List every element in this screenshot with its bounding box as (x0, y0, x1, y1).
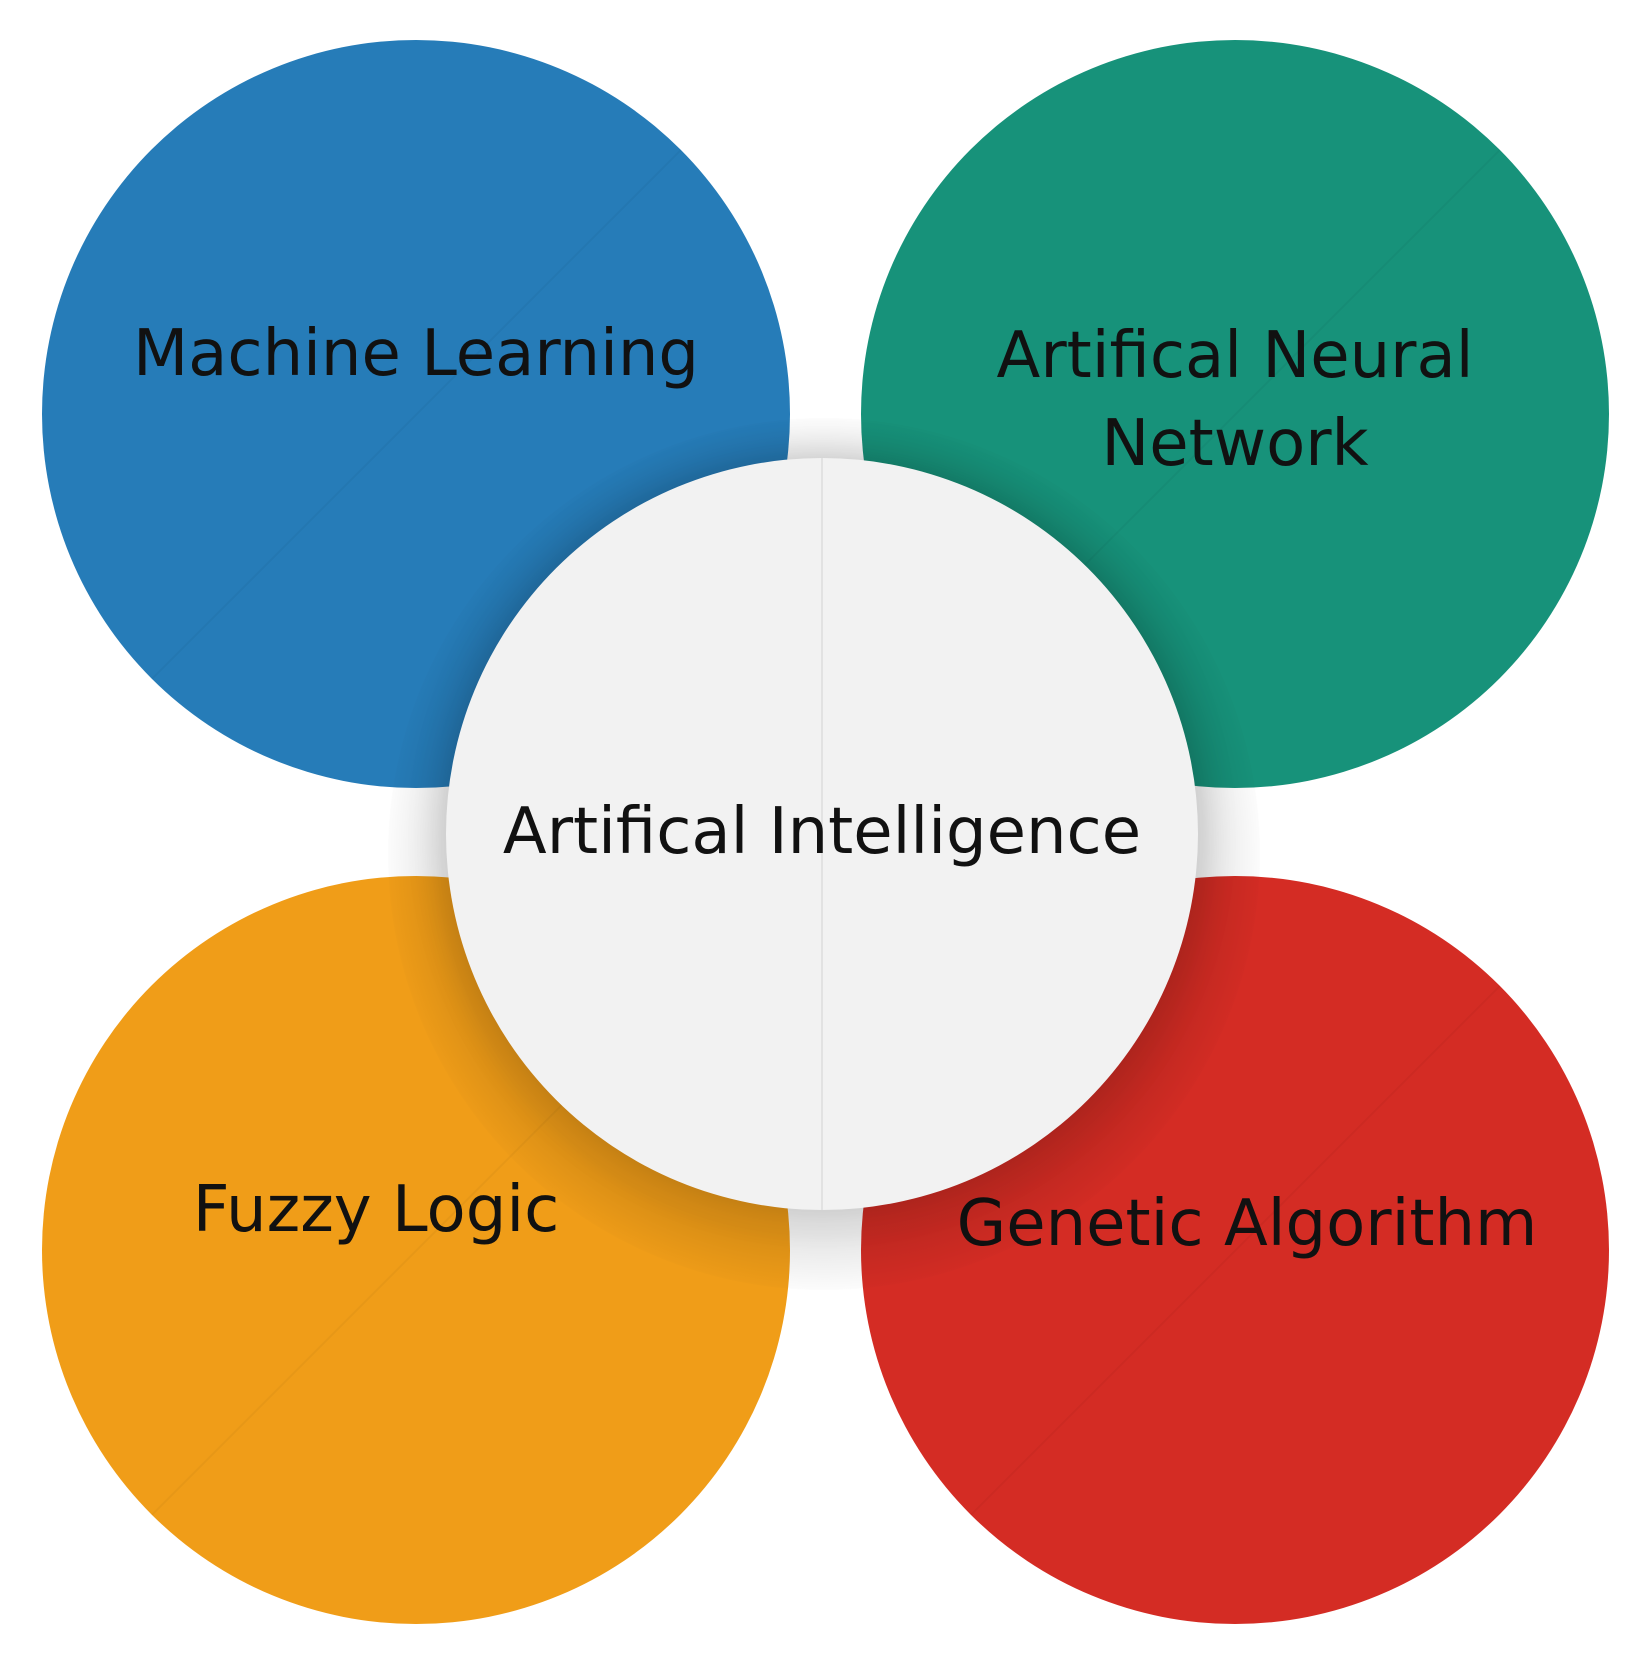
artificial-intelligence-circle: Artifical Intelligence (446, 458, 1198, 1210)
machine-learning-circle: Machine Learning (42, 40, 790, 788)
center-divider (821, 458, 823, 1210)
genetic-algorithm-label: Genetic Algorithm (956, 1187, 1538, 1261)
fuzzy-logic-label: Fuzzy Logic (192, 1173, 560, 1247)
artificial-intelligence-label: Artifical Intelligence (502, 795, 1142, 869)
artificial-neural-network-label: Artifical Neural Network (996, 319, 1474, 481)
machine-learning-label: Machine Learning (132, 317, 700, 391)
